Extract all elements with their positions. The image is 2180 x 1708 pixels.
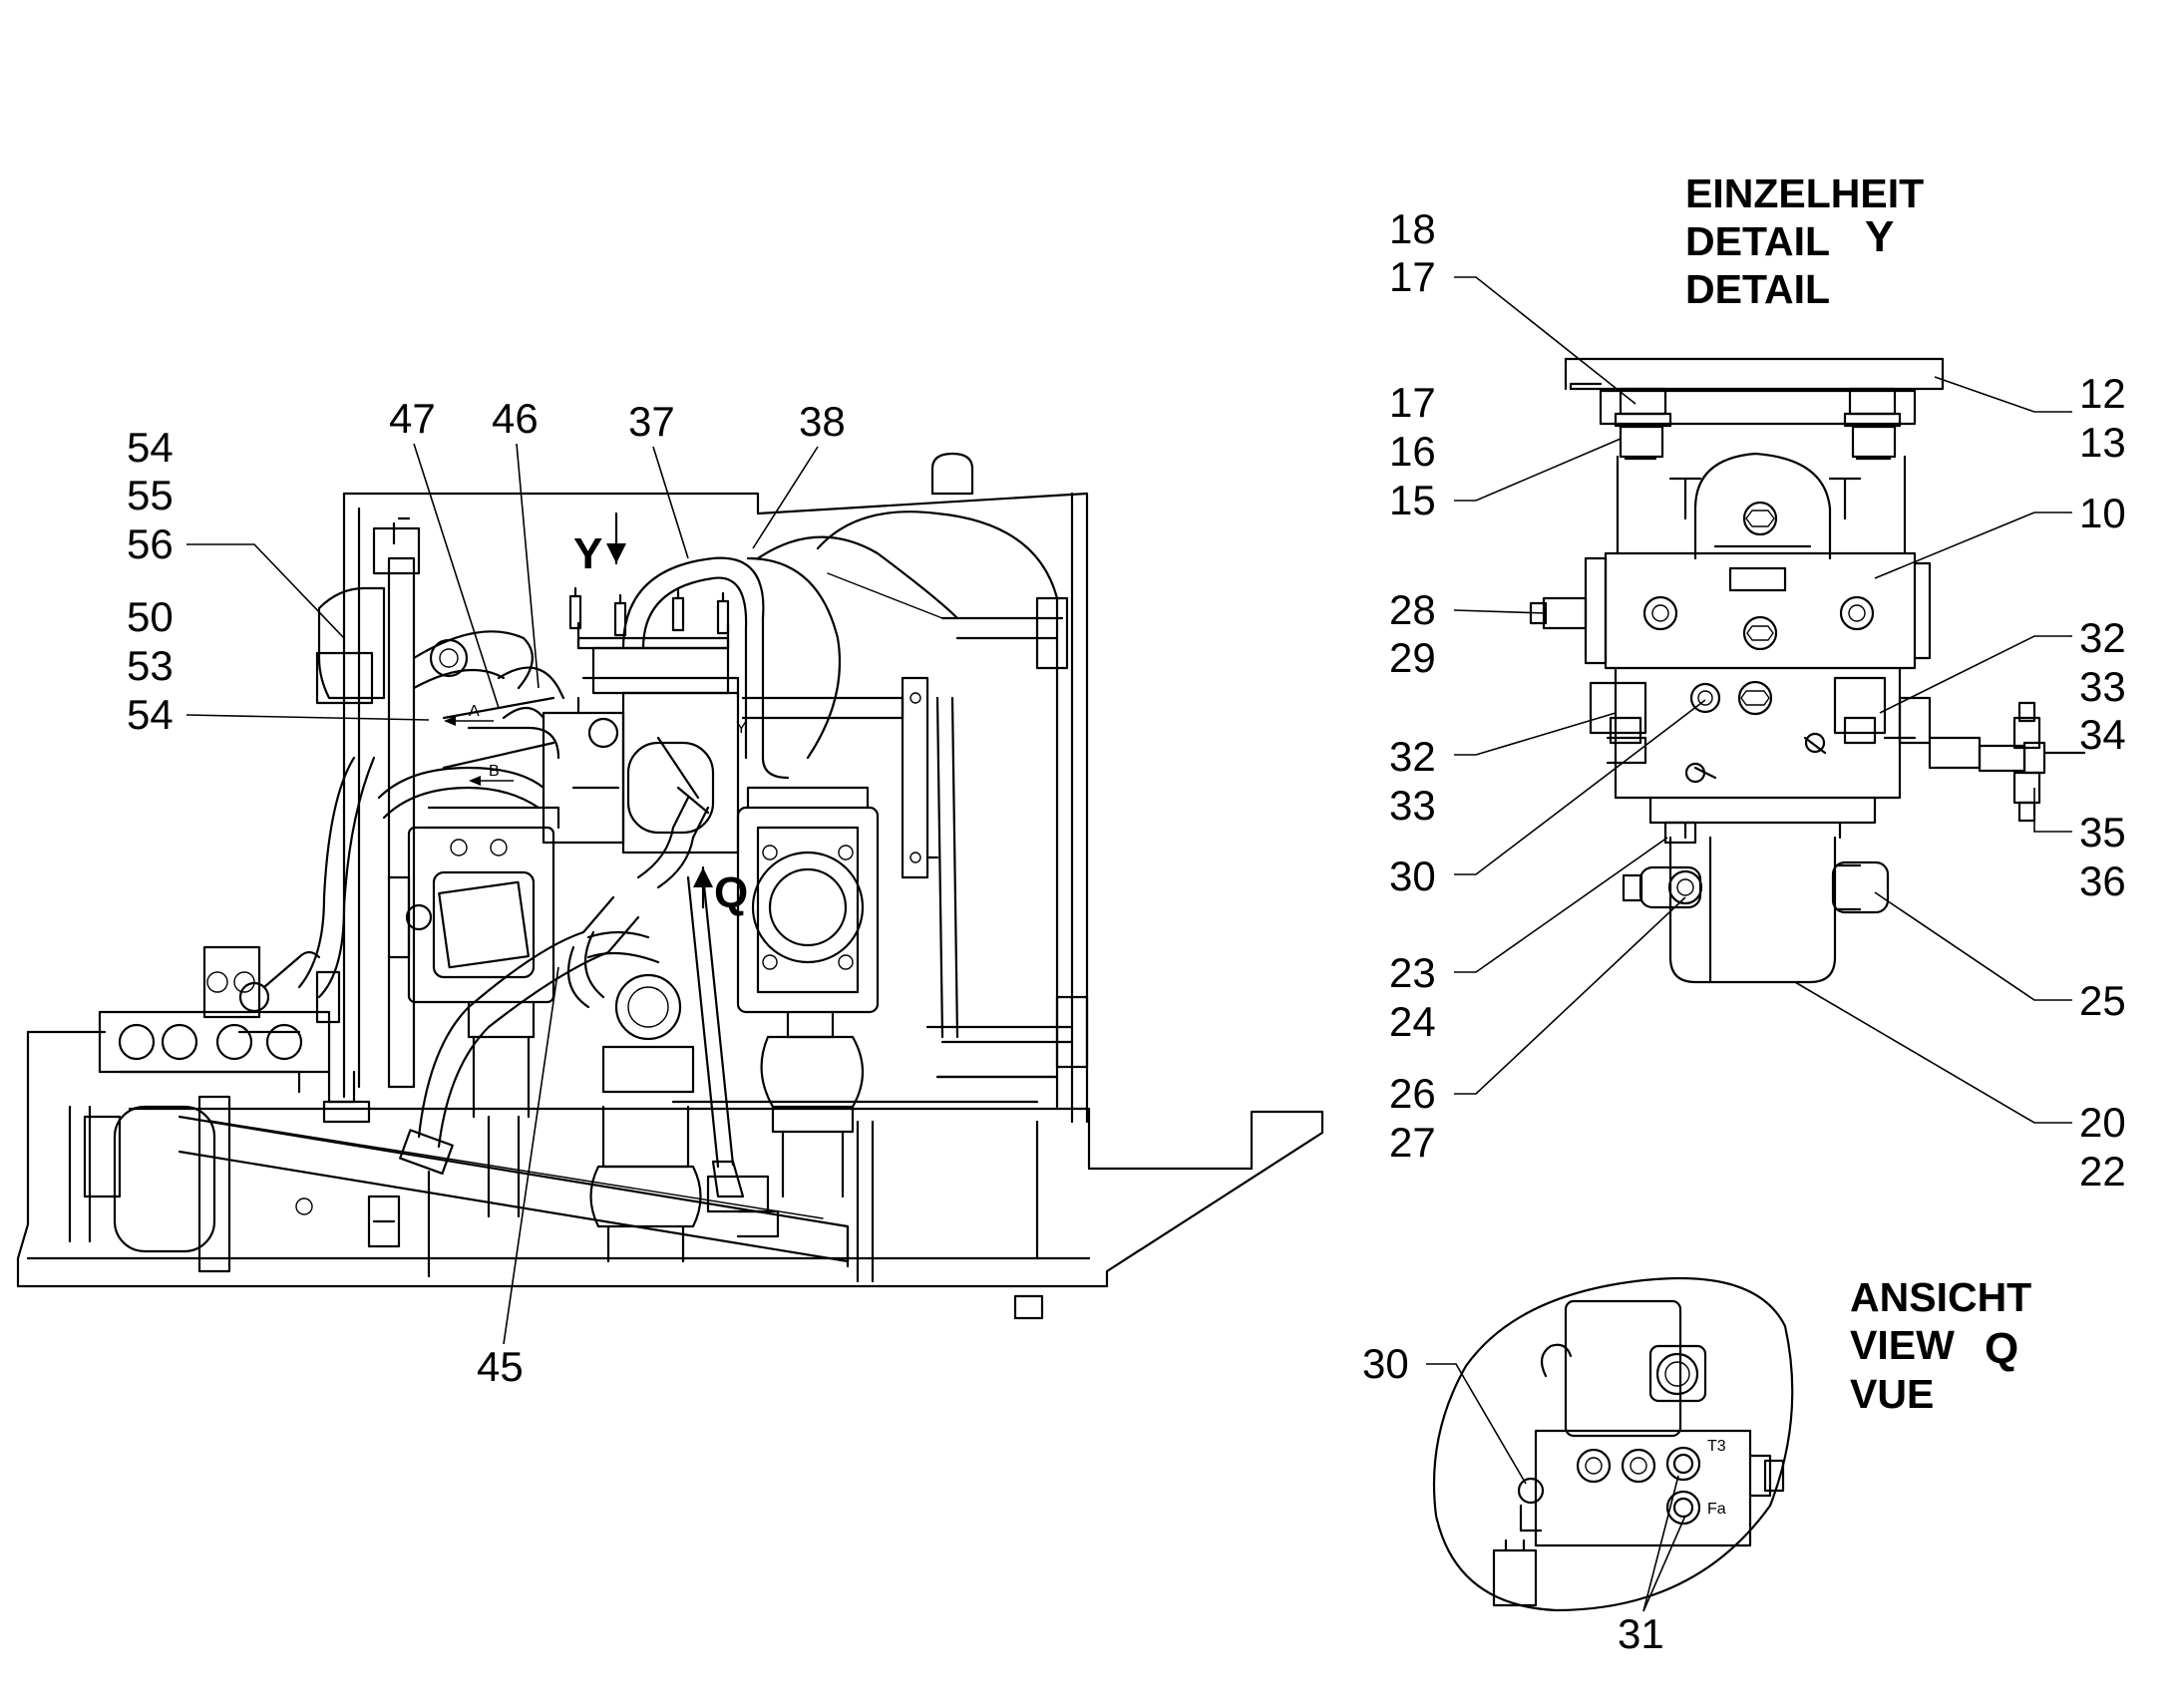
port-label-fa: Fa: [1707, 1501, 1726, 1518]
callout-27: 27: [1389, 1119, 1436, 1166]
leader-38: [752, 446, 819, 549]
leader-45: [503, 966, 559, 1345]
view-q-title-line3: VUE: [1850, 1371, 1934, 1417]
view-marker-y-label: Y: [573, 529, 602, 578]
leader-10: [1874, 512, 2072, 579]
leader-17-top: [1454, 276, 1636, 405]
callout-54-bottom: 54: [127, 691, 174, 738]
leader-35: [2033, 788, 2072, 833]
leader-32-right: [1879, 635, 2072, 714]
port-label-t3: T3: [1707, 1438, 1726, 1455]
view-marker-q-label: Q: [714, 868, 748, 917]
view-q-title-line2: VIEW: [1850, 1322, 1955, 1368]
view-q-callouts: 30 31: [1362, 1340, 1686, 1657]
callout-13: 13: [2079, 419, 2126, 466]
callout-36: 36: [2079, 857, 2126, 904]
callout-35: 35: [2079, 809, 2126, 855]
leader-20: [1794, 981, 2072, 1124]
detail-y-letter: Y: [1865, 212, 1894, 261]
callout-26: 26: [1389, 1070, 1436, 1117]
port-label-y: Y: [736, 720, 747, 737]
callout-46: 46: [492, 395, 539, 442]
view-q-title: ANSICHT VIEW VUE Q: [1850, 1274, 2031, 1417]
callout-15: 15: [1389, 477, 1436, 523]
callout-29: 29: [1389, 634, 1436, 681]
callout-54-top: 54: [127, 424, 174, 471]
leader-25: [1874, 891, 2072, 1001]
leader-15: [1454, 438, 1622, 502]
leader-46: [516, 443, 540, 689]
detail-y-title-line2: DETAIL: [1685, 218, 1830, 264]
callout-32-right: 32: [2079, 614, 2126, 661]
callout-31: 31: [1618, 1610, 1664, 1657]
leader-31-a: [1642, 1475, 1679, 1612]
port-label-a: A: [469, 703, 480, 720]
callout-23: 23: [1389, 949, 1436, 996]
callout-12: 12: [2079, 370, 2126, 417]
callout-55: 55: [127, 472, 174, 518]
callout-25: 25: [2079, 977, 2126, 1024]
detail-y-title-line1: EINZELHEIT: [1685, 171, 1924, 216]
leader-31-b: [1642, 1515, 1686, 1612]
callout-20: 20: [2079, 1099, 2126, 1146]
callout-30-view: 30: [1362, 1340, 1409, 1387]
callout-18: 18: [1389, 205, 1436, 252]
callout-32-left: 32: [1389, 733, 1436, 780]
callout-16: 16: [1389, 428, 1436, 475]
callout-47: 47: [389, 395, 436, 442]
leader-54-bottom: [185, 714, 430, 721]
detail-y-title: EINZELHEIT DETAIL DETAIL Y: [1685, 171, 1924, 312]
leader-12: [1934, 376, 2072, 413]
view-marker-y: Y: [573, 512, 626, 578]
view-q-letter: Q: [1985, 1324, 2018, 1373]
callout-10: 10: [2079, 490, 2126, 536]
callout-53: 53: [127, 642, 174, 689]
sensor-group: [568, 586, 730, 637]
view-q-title-line1: ANSICHT: [1850, 1274, 2031, 1320]
leader-56: [186, 543, 345, 639]
port-labels: A B Y: [444, 703, 747, 786]
port-label-b: B: [489, 763, 500, 780]
callout-38: 38: [799, 398, 846, 445]
callout-30-detail: 30: [1389, 853, 1436, 899]
detail-y-drawing: [1529, 357, 2086, 984]
callout-24: 24: [1389, 998, 1436, 1045]
leader-30-view: [1426, 1363, 1527, 1485]
callout-28: 28: [1389, 586, 1436, 633]
leader-28: [1453, 609, 1547, 614]
detail-y-title-line3: DETAIL: [1685, 266, 1830, 312]
callout-50: 50: [127, 593, 174, 640]
callout-56: 56: [127, 520, 174, 567]
main-assembly-drawing: [16, 452, 1324, 1320]
view-q-drawing: T3 Fa: [1432, 1276, 1794, 1612]
detail-y-callouts: 18 17 17 16 15 28 29 32 33 30 23 24 26 2…: [1389, 205, 2126, 1195]
view-marker-q: Q: [693, 865, 748, 917]
callout-45: 45: [477, 1343, 524, 1390]
callout-34: 34: [2079, 711, 2126, 758]
callout-33-right: 33: [2079, 663, 2126, 710]
leader-37: [652, 446, 689, 559]
leader-30-detail: [1454, 699, 1706, 875]
leader-47: [413, 443, 500, 709]
callout-37: 37: [628, 398, 675, 445]
main-callouts: 54 55 56 50 53 54 47 46 37 38 45: [127, 395, 846, 1390]
callout-17-mid: 17: [1389, 379, 1436, 426]
leader-26: [1454, 896, 1686, 1095]
leader-32-left: [1454, 712, 1617, 756]
leader-23: [1454, 837, 1668, 973]
callout-17-top: 17: [1389, 253, 1436, 300]
callout-33-left: 33: [1389, 782, 1436, 829]
callout-22: 22: [2079, 1148, 2126, 1195]
